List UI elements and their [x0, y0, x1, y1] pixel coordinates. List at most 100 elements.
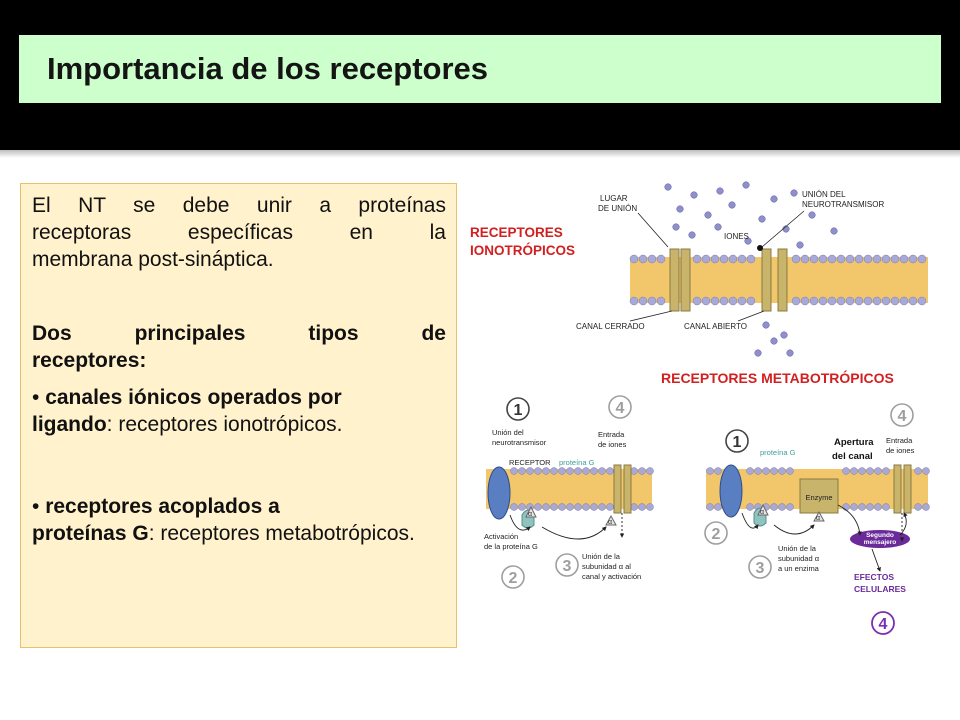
canal-cerrado-label: CANAL CERRADO: [576, 322, 645, 331]
svg-text:α: α: [816, 515, 820, 522]
right-lipid-heads-top: [706, 467, 930, 475]
iono-lipid-heads-bottom: [629, 296, 927, 306]
ion: [796, 241, 804, 249]
header-shadow: [0, 150, 960, 158]
right-step-2: [704, 521, 728, 545]
svg-text:de iones: de iones: [886, 446, 915, 455]
iono-title-2: IONOTRÓPICOS: [470, 243, 575, 258]
lipid-head: [629, 254, 639, 264]
lipid-head: [827, 296, 837, 306]
svg-text:2: 2: [712, 526, 721, 543]
ion: [688, 231, 696, 239]
receptors-diagram: RECEPTORES IONOTRÓPICOS LUGAR DE UNIÓN U…: [470, 181, 930, 635]
left-lipid-heads-bottom: [510, 503, 654, 511]
lipid-head: [647, 296, 657, 306]
ion: [664, 183, 672, 191]
ion: [714, 223, 722, 231]
bullet-marker: •: [32, 495, 40, 518]
union-nt-label-1: UNIÓN DEL: [802, 190, 846, 199]
closed-channel-left: [669, 248, 680, 312]
lipid-head: [845, 296, 855, 306]
lipid-head: [728, 296, 738, 306]
lipid-head: [874, 503, 882, 511]
lipid-head: [854, 296, 864, 306]
lipid-head: [574, 503, 582, 511]
lipid-head: [692, 296, 702, 306]
bullet-metabotropic-bold-1: receptores acoplados a: [45, 495, 280, 518]
lipid-head: [746, 254, 756, 264]
lipid-head: [842, 467, 850, 475]
ion: [704, 211, 712, 219]
metabo-title: RECEPTORES METABOTRÓPICOS: [661, 369, 894, 386]
lipid-head: [647, 254, 657, 264]
lipid-head: [914, 467, 922, 475]
lipid-head: [836, 254, 846, 264]
lipid-head: [850, 503, 858, 511]
lipid-head: [582, 503, 590, 511]
lipid-head: [737, 296, 747, 306]
lipid-head: [874, 467, 882, 475]
ion: [790, 189, 798, 197]
lipid-head: [881, 296, 891, 306]
right-step-4: [890, 403, 914, 427]
lipid-head: [850, 467, 858, 475]
lipid-head: [534, 467, 542, 475]
svg-text:Entrada: Entrada: [598, 430, 625, 439]
lipid-head: [714, 503, 722, 511]
left-receptor: [487, 466, 511, 520]
lipid-head: [719, 296, 729, 306]
lipid-head: [786, 503, 794, 511]
lipid-head: [630, 503, 638, 511]
lipid-head: [890, 254, 900, 264]
bullet-metabotropic-bold-2: proteínas G: [32, 522, 149, 545]
svg-text:Unión de la: Unión de la: [582, 552, 621, 561]
lipid-head: [714, 467, 722, 475]
lipid-head: [917, 296, 927, 306]
lipid-head: [827, 254, 837, 264]
svg-text:4: 4: [898, 408, 907, 425]
lipid-head: [890, 296, 900, 306]
svg-text:Entrada: Entrada: [886, 436, 913, 445]
bound-neurotransmitter: [757, 245, 763, 251]
lipid-head: [606, 503, 614, 511]
lipid-head: [558, 503, 566, 511]
iones-label: IONES: [724, 232, 749, 241]
right-step-3: [748, 555, 772, 579]
svg-text:de iones: de iones: [598, 440, 627, 449]
lipid-head: [866, 467, 874, 475]
ion: [786, 349, 794, 357]
svg-text:1: 1: [514, 402, 523, 419]
svg-text:Unión de la: Unión de la: [778, 544, 817, 553]
ion: [716, 187, 724, 195]
lipid-head: [701, 254, 711, 264]
open-channel-left: [761, 248, 772, 312]
lipid-head: [590, 503, 598, 511]
page-title: Importancia de los receptores: [47, 51, 489, 86]
lipid-head: [770, 503, 778, 511]
lipid-head: [922, 503, 930, 511]
ion: [690, 191, 698, 199]
ion: [676, 205, 684, 213]
lipid-head: [863, 254, 873, 264]
second-messenger: [850, 530, 910, 548]
svg-text:4: 4: [616, 400, 625, 417]
ion: [672, 223, 680, 231]
svg-text:canal y activación: canal y activación: [582, 572, 641, 581]
lipid-head: [656, 296, 666, 306]
bullet-marker: •: [32, 386, 40, 409]
ion: [742, 181, 750, 189]
ion: [744, 237, 752, 245]
svg-text:proteína G: proteína G: [559, 458, 595, 467]
svg-text:3: 3: [563, 558, 572, 575]
svg-text:subunidad α al: subunidad α al: [582, 562, 631, 571]
svg-text:a un enzima: a un enzima: [778, 564, 820, 573]
left-channel-b: [623, 464, 632, 514]
left-lipid-heads-top: [510, 467, 654, 475]
bullet-ionotropic-bold-2: ligando: [32, 413, 107, 436]
lipid-head: [863, 296, 873, 306]
ion: [770, 337, 778, 345]
lipid-head: [638, 296, 648, 306]
svg-text:Segundo: Segundo: [866, 532, 894, 539]
lipid-head: [800, 254, 810, 264]
